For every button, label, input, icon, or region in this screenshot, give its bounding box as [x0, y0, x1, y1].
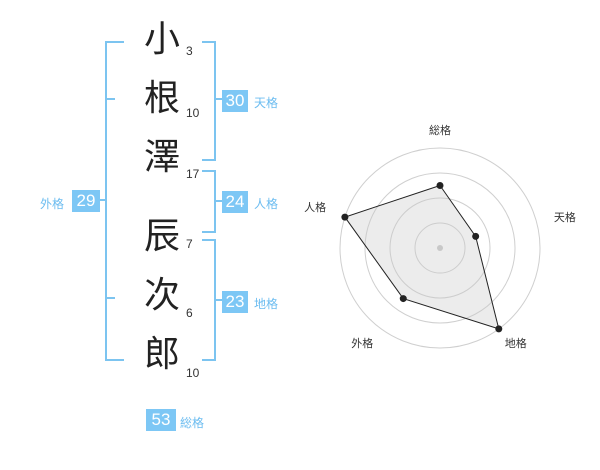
gaikaku-tick-1	[105, 98, 115, 100]
radar-point-5	[341, 213, 349, 221]
radar-ring-4	[339, 147, 541, 349]
radar-axis-label-4: 外格	[351, 336, 373, 350]
stroke-count-5: 6	[186, 306, 193, 320]
gaikaku-tick-2	[105, 297, 115, 299]
jinkaku-value: 24	[222, 191, 248, 213]
name-char-4: 辰	[143, 216, 180, 257]
stroke-count-6: 10	[186, 366, 200, 380]
radar-ring-3	[364, 172, 516, 324]
chikaku-connector	[214, 299, 222, 301]
name-char-1: 小	[143, 19, 180, 60]
radar-point-1	[436, 182, 444, 189]
radar-axis-label-3: 地格	[505, 336, 527, 350]
radar-series-polygon	[344, 184, 500, 330]
gaikaku-value: 29	[72, 190, 100, 212]
stroke-count-4: 7	[186, 237, 193, 251]
radar-point-2	[472, 232, 480, 240]
name-char-6: 郎	[143, 334, 180, 375]
soukaku-value: 53	[146, 409, 176, 431]
jinkaku-connector	[214, 200, 222, 202]
name-char-2: 根	[143, 78, 180, 119]
soukaku-label: 総格	[180, 416, 205, 430]
tenkaku-bracket	[202, 41, 216, 161]
stroke-count-1: 3	[186, 44, 193, 58]
tenkaku-connector	[214, 98, 222, 100]
jinkaku-label: 人格	[254, 197, 279, 211]
chikaku-label: 地格	[254, 297, 279, 311]
radar-center-dot	[437, 245, 443, 251]
name-char-3: 澤	[143, 137, 180, 178]
radar-point-3	[495, 325, 503, 333]
stroke-count-2: 10	[186, 106, 200, 120]
radar-axis-label-1: 総格	[429, 123, 451, 137]
gaikaku-bracket	[105, 41, 124, 361]
radar-ring-2	[389, 197, 491, 299]
radar-axis-label-2: 天格	[554, 210, 576, 224]
chikaku-value: 23	[222, 291, 248, 313]
radar-point-4	[399, 295, 407, 303]
stroke-count-3: 17	[186, 167, 200, 181]
tenkaku-value: 30	[222, 90, 248, 112]
radar-ring-1	[414, 222, 466, 274]
radar-axis-label-5: 人格	[304, 200, 326, 214]
name-char-5: 次	[143, 275, 180, 316]
gaikaku-label: 外格	[40, 197, 65, 211]
tenkaku-label: 天格	[254, 96, 279, 110]
